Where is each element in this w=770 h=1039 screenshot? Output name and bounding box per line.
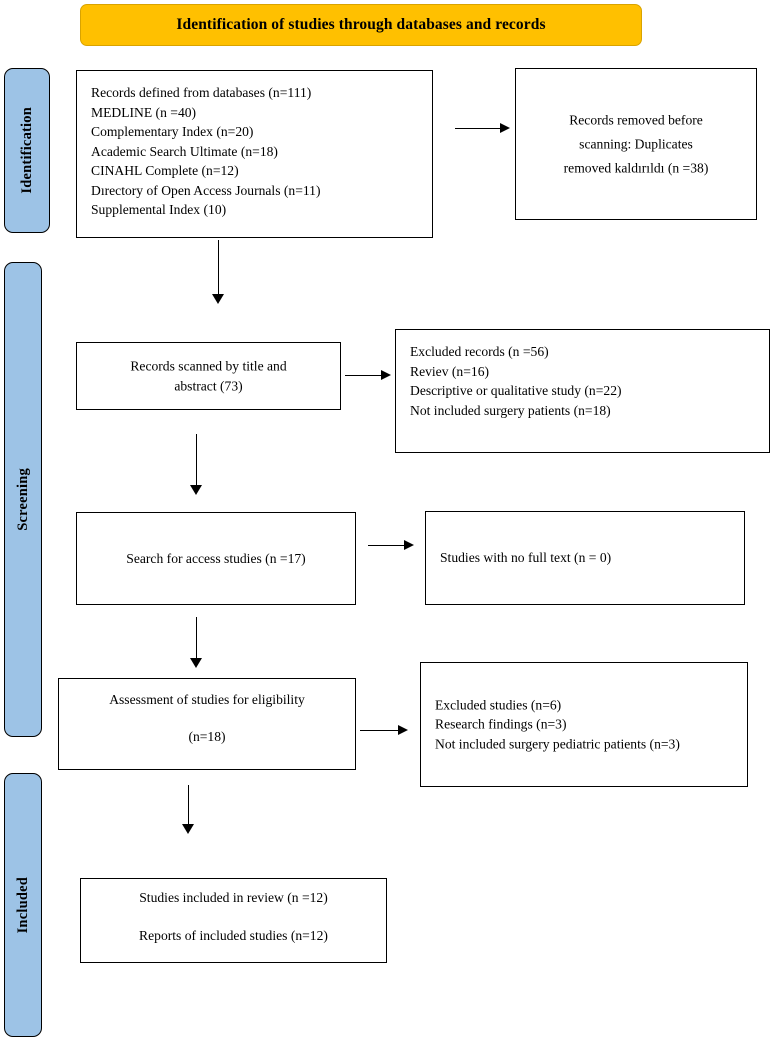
page-title: Identification of studies through databa… [176, 16, 546, 33]
arrow-head-right-icon [381, 370, 391, 380]
box-records-identified-text: Records defined from databases (n=111) M… [91, 85, 321, 218]
box-studies-included-line2: Reports of included studies (n=12) [139, 927, 328, 943]
box-records-excluded: Excluded records (n =56) Reviev (n=16) D… [395, 329, 770, 453]
connector-line [196, 617, 197, 662]
box-studies-included-line1: Studies included in review (n =12) [139, 890, 328, 905]
arrow-head-right-icon [404, 540, 414, 550]
stage-label-identification: Identification [18, 107, 35, 194]
box-studies-included: Studies included in review (n =12) Repor… [80, 878, 387, 963]
stage-label-screening: Screening [14, 468, 31, 531]
box-reports-assessed-line2: (n=18) [188, 728, 226, 744]
connector-line [345, 375, 385, 376]
box-records-screened-text: Records scanned by title and abstract (7… [130, 358, 287, 393]
arrow-head-right-icon [500, 123, 510, 133]
box-reports-assessed: Assessment of studies for eligibility (n… [58, 678, 356, 770]
box-studies-included-lines: Studies included in review (n =12) Repor… [91, 890, 376, 944]
box-reports-sought-text: Search for access studies (n =17) [126, 550, 306, 566]
connector-line [455, 128, 503, 129]
stage-bar-identification: Identification [4, 68, 50, 233]
box-records-identified: Records defined from databases (n=111) M… [76, 70, 433, 238]
page-title-banner: Identification of studies through databa… [80, 4, 642, 46]
arrow-head-down-icon [212, 294, 224, 304]
box-reports-not-retrieved: Studies with no full text (n = 0) [425, 511, 745, 605]
connector-line [218, 240, 219, 298]
box-records-screened: Records scanned by title and abstract (7… [76, 342, 341, 410]
box-reports-excluded: Excluded studies (n=6) Research findings… [420, 662, 748, 787]
connector-line [196, 434, 197, 489]
arrow-head-down-icon [182, 824, 194, 834]
box-records-excluded-text: Excluded records (n =56) Reviev (n=16) D… [410, 344, 622, 418]
box-reports-not-retrieved-text: Studies with no full text (n = 0) [440, 550, 612, 566]
stage-label-included: Included [14, 876, 31, 934]
arrow-head-down-icon [190, 485, 202, 495]
box-reports-assessed-lines: Assessment of studies for eligibility (n… [69, 692, 345, 745]
box-reports-assessed-line1: Assessment of studies for eligibility [109, 692, 305, 707]
arrow-head-right-icon [398, 725, 408, 735]
connector-line [368, 545, 408, 546]
stage-bar-included: Included [4, 773, 42, 1037]
box-records-removed: Records removed before scanning: Duplica… [515, 68, 757, 220]
connector-line [360, 730, 402, 731]
arrow-head-down-icon [190, 658, 202, 668]
stage-bar-screening: Screening [4, 262, 42, 737]
box-records-removed-text: Records removed before scanning: Duplica… [563, 112, 709, 175]
box-reports-sought: Search for access studies (n =17) [76, 512, 356, 605]
box-reports-excluded-text: Excluded studies (n=6) Research findings… [435, 697, 680, 752]
connector-line [188, 785, 189, 828]
